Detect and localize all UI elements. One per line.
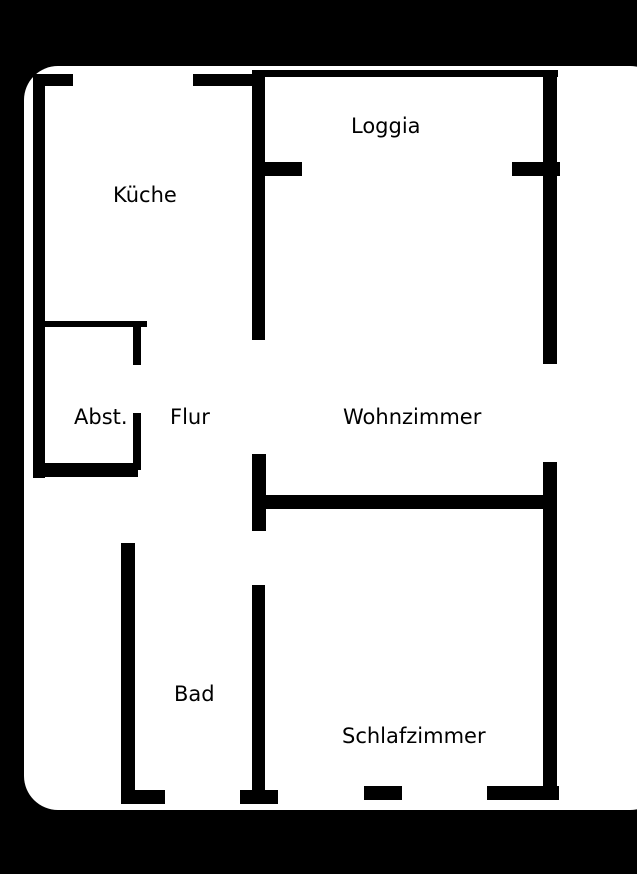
wall-bath-bottom (121, 790, 165, 804)
room-label-wohnzimmer: Wohnzimmer (343, 405, 482, 429)
wall-kitchen-right (252, 74, 265, 340)
room-label-flur: Flur (170, 405, 210, 429)
wall-bedroom-bottom-stub (364, 786, 402, 800)
wall-kitchen-top-right (193, 74, 265, 86)
wall-storage-right (133, 321, 141, 365)
wall-kitchen-outer-left (33, 74, 45, 478)
wall-bath-left (121, 543, 135, 803)
wall-bath-bottom-right (240, 790, 278, 804)
wall-bedroom-right (543, 462, 557, 800)
wall-storage-right-lower (133, 413, 141, 470)
wall-loggia-left-stub (252, 162, 302, 176)
room-label-kueche: Küche (113, 183, 177, 207)
wall-kitchen-top-left (33, 74, 73, 86)
wall-loggia-right (543, 72, 557, 364)
wall-storage-top (33, 321, 147, 327)
wall-bath-right (252, 585, 265, 800)
room-label-bad: Bad (174, 682, 215, 706)
wall-storage-bottom (33, 463, 138, 477)
wall-living-bedroom-divider (252, 495, 552, 509)
room-label-abst: Abst. (74, 405, 128, 429)
room-label-loggia: Loggia (351, 114, 421, 138)
room-label-schlafzimmer: Schlafzimmer (342, 724, 486, 748)
wall-bedroom-bottom-right (487, 786, 559, 800)
wall-loggia-top (252, 70, 558, 77)
wall-living-left-stub (252, 454, 266, 531)
